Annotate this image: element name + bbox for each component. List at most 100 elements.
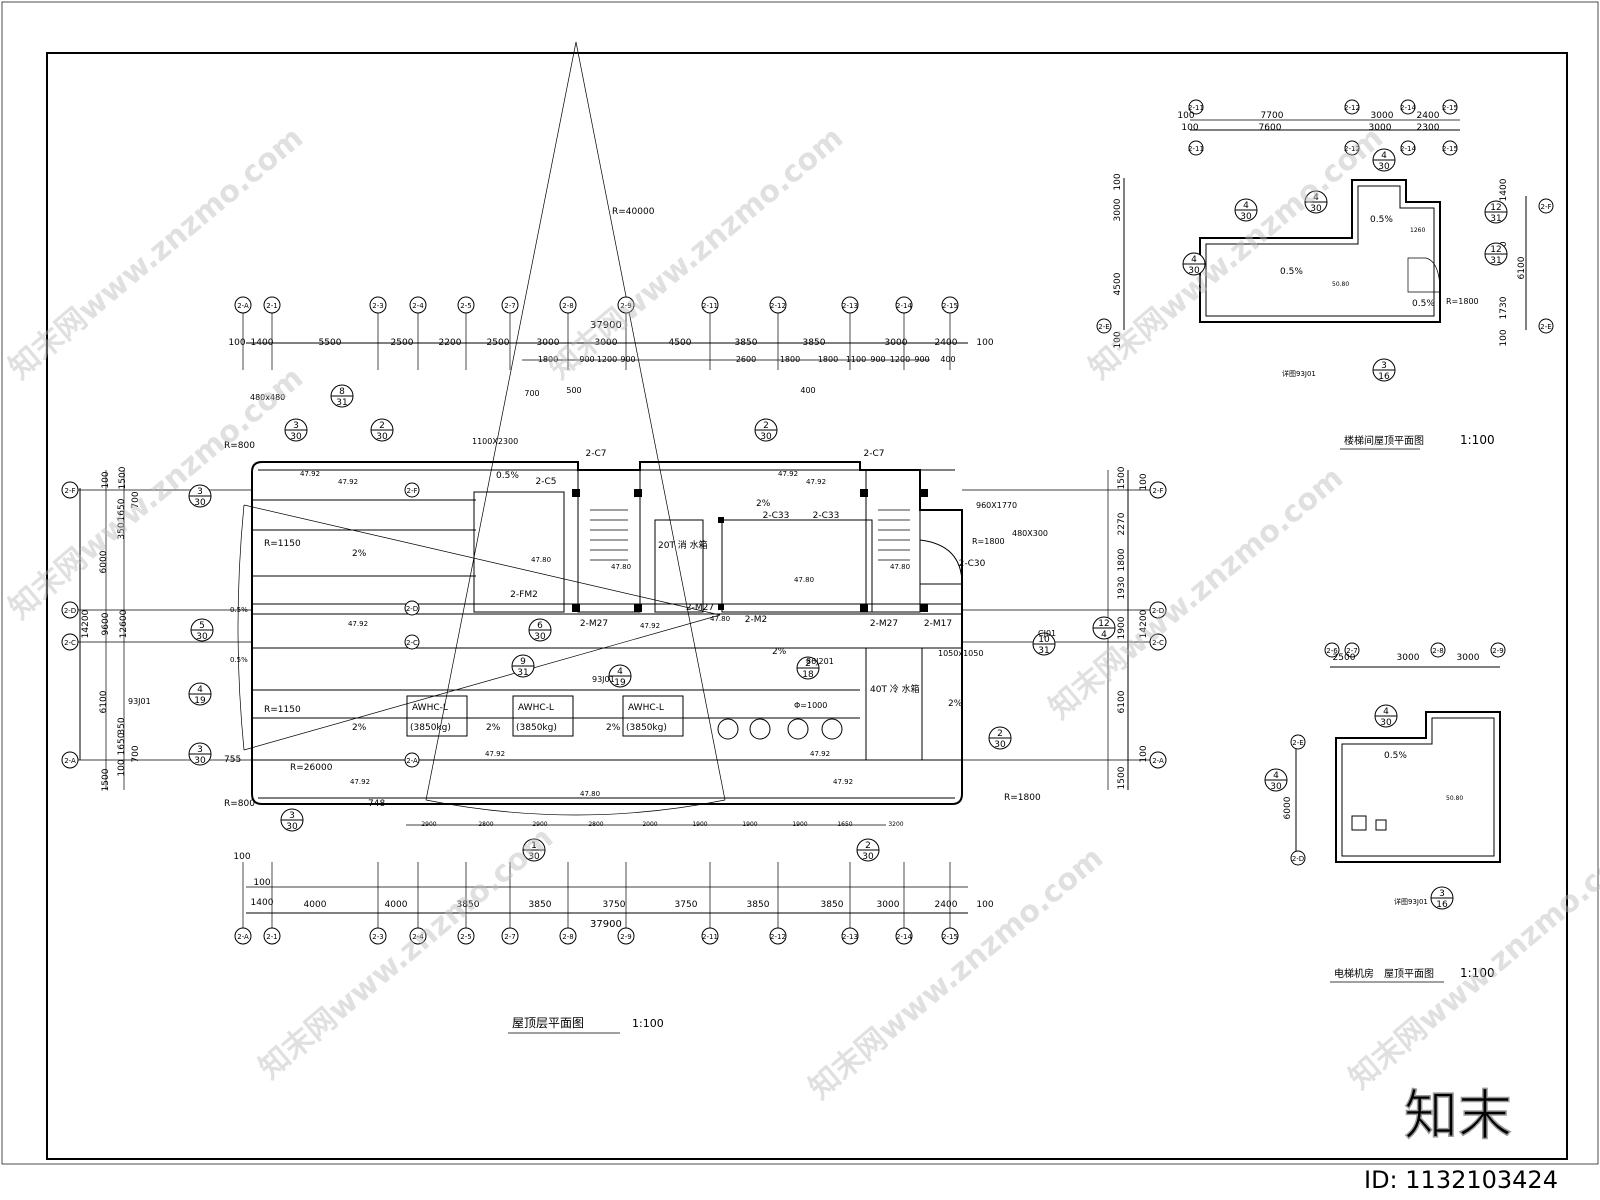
stair-dim-top: 2300 — [1417, 123, 1440, 133]
axis-bubble: 2-7 — [501, 927, 519, 945]
axis-bubble-label: 2-C — [406, 639, 418, 647]
bottom-dim: 4000 — [385, 900, 408, 910]
axis-bubble: 2-D — [1149, 601, 1167, 619]
axis-bubble-label: 2-3 — [372, 933, 383, 941]
slope-label: 0.5% — [496, 471, 519, 481]
svg-text:2-C33: 2-C33 — [763, 511, 790, 521]
axis-bubble-label: 2-D — [406, 605, 418, 613]
callout-sheet: 30 — [534, 632, 546, 642]
stair-dim-right: 1730 — [1499, 296, 1509, 319]
stair-note: 50.80 — [1332, 281, 1349, 288]
svg-text:1100: 1100 — [846, 355, 866, 364]
axis-bubble-label: 2-A — [237, 933, 249, 941]
axis-bubble: 2-11 — [1188, 99, 1204, 115]
callout-sheet: 30 — [862, 852, 874, 862]
svg-text:1800: 1800 — [818, 355, 838, 364]
svg-text:2800: 2800 — [478, 821, 493, 828]
elevator-slope: 0.5% — [1384, 751, 1407, 761]
svg-text:2-M2: 2-M2 — [745, 615, 767, 625]
note-label: 86J201 — [806, 657, 834, 666]
stair-callout-number: 4 — [1313, 193, 1319, 203]
stair-callout-number: 4 — [1243, 201, 1249, 211]
radius-label: R=1150 — [264, 705, 301, 715]
axis-bubble: 2-E — [1290, 734, 1306, 750]
bottom-overall-dim: 37900 — [590, 919, 622, 930]
axis-bubble-label: 2-6 — [1326, 647, 1338, 655]
elevator-roof-title: 电梯机房 屋顶平面图 — [1334, 967, 1434, 980]
detail-callout: 330 — [188, 484, 212, 508]
svg-text:2-M17: 2-M17 — [924, 619, 952, 629]
awhc-1-name: AWHC-L — [412, 703, 448, 713]
axis-bubble: 2-9 — [1490, 642, 1506, 658]
axis-bubble: 2-C — [404, 634, 420, 650]
axis-bubble: 2-14 — [895, 296, 913, 314]
axis-bubble-label: 2-14 — [1400, 104, 1416, 112]
callout-sheet: 31 — [1038, 646, 1049, 656]
elevator-callout-number: 3 — [1439, 889, 1445, 899]
callout-sheet: 30 — [194, 756, 206, 766]
axis-bubble-label: 2-15 — [942, 302, 958, 310]
svg-text:2800: 2800 — [588, 821, 603, 828]
slope-label: 2% — [756, 499, 771, 509]
watermarks: 知末网www.znzmo.com 知末网www.znzmo.com 知末网www… — [3, 120, 1600, 1147]
svg-text:2-C5: 2-C5 — [536, 477, 557, 487]
svg-text:3200: 3200 — [888, 821, 903, 828]
slope-label: 2% — [606, 723, 621, 733]
bottom-dim: 4000 — [304, 900, 327, 910]
axis-bubble: 2-11 — [1188, 140, 1204, 156]
slope-label: 0.5% — [230, 656, 248, 664]
axis-bubble-label: 2-E — [1540, 323, 1551, 331]
svg-text:2500: 2500 — [391, 338, 414, 348]
bottom-dim: 3750 — [675, 900, 698, 910]
elevator-callout-sheet: 16 — [1436, 900, 1448, 910]
svg-text:1900: 1900 — [742, 821, 757, 828]
axis-bubble: 2-14 — [1400, 99, 1416, 115]
awhc-3-note: (3850kg) — [626, 723, 667, 733]
left-dim: 700 — [131, 745, 141, 762]
bottom-dim: 100 — [233, 852, 250, 862]
svg-text:100: 100 — [976, 338, 993, 348]
callout-sheet: 4 — [1101, 630, 1107, 640]
stair-dim-top: 100 — [1181, 123, 1198, 133]
tank-20t-label: 20T 消 水箱 — [658, 539, 708, 551]
stair-callout-number: 4 — [1191, 255, 1197, 265]
stair-slope: 0.5% — [1280, 267, 1303, 277]
callout-number: 3 — [197, 487, 203, 497]
axis-bubble-label: 2-12 — [1344, 145, 1360, 153]
right-dim: 1800 — [1117, 548, 1127, 571]
tank-40t-label: 40T 冷 水箱 — [870, 683, 920, 695]
right-dim: 1500 — [1117, 766, 1127, 789]
bottom-dim: 1400 — [251, 898, 274, 908]
svg-text:900: 900 — [620, 355, 635, 364]
stair-dim-top: 3000 — [1369, 123, 1392, 133]
svg-text:100: 100 — [228, 338, 245, 348]
callout-number: 9 — [520, 657, 526, 667]
axis-bubble: 2-F — [61, 481, 79, 499]
axis-bubble: 2-5 — [457, 296, 475, 314]
watermark-logo: 知末 — [1404, 1084, 1512, 1147]
svg-text:900: 900 — [870, 355, 885, 364]
detail-callout: 124 — [1092, 616, 1116, 640]
axis-bubble: 2-1 — [263, 296, 281, 314]
stair-roof-texts: 2-112-112-122-122-142-142-152-152-E2-F2-… — [1096, 99, 1554, 382]
svg-text:2-C33: 2-C33 — [813, 511, 840, 521]
axis-bubble-label: 2-4 — [412, 302, 424, 310]
axis-bubble-label: 2-9 — [1492, 647, 1503, 655]
axis-bubble-label: 2-14 — [896, 933, 912, 941]
right-dim: 100 — [1139, 745, 1149, 762]
stair-callout-number: 12 — [1490, 203, 1501, 213]
axis-bubble: 2-F — [404, 482, 420, 498]
left-dim: 14200 — [81, 609, 91, 638]
callout-sheet: 31 — [517, 668, 528, 678]
callout-sheet: 30 — [376, 432, 388, 442]
svg-text:知末网www.znzmo.com: 知末网www.znzmo.com — [1083, 120, 1390, 386]
axis-bubble: 2-8 — [559, 927, 577, 945]
stair-dim-top: 7700 — [1261, 111, 1284, 121]
svg-text:2-C7: 2-C7 — [864, 449, 885, 459]
bottom-dim: 3850 — [747, 900, 770, 910]
elevator-ref: 详图93J01 — [1394, 897, 1428, 906]
radius-labels: R=40000R=800R=1150R=1150R=26000R=800R=18… — [224, 207, 1041, 809]
